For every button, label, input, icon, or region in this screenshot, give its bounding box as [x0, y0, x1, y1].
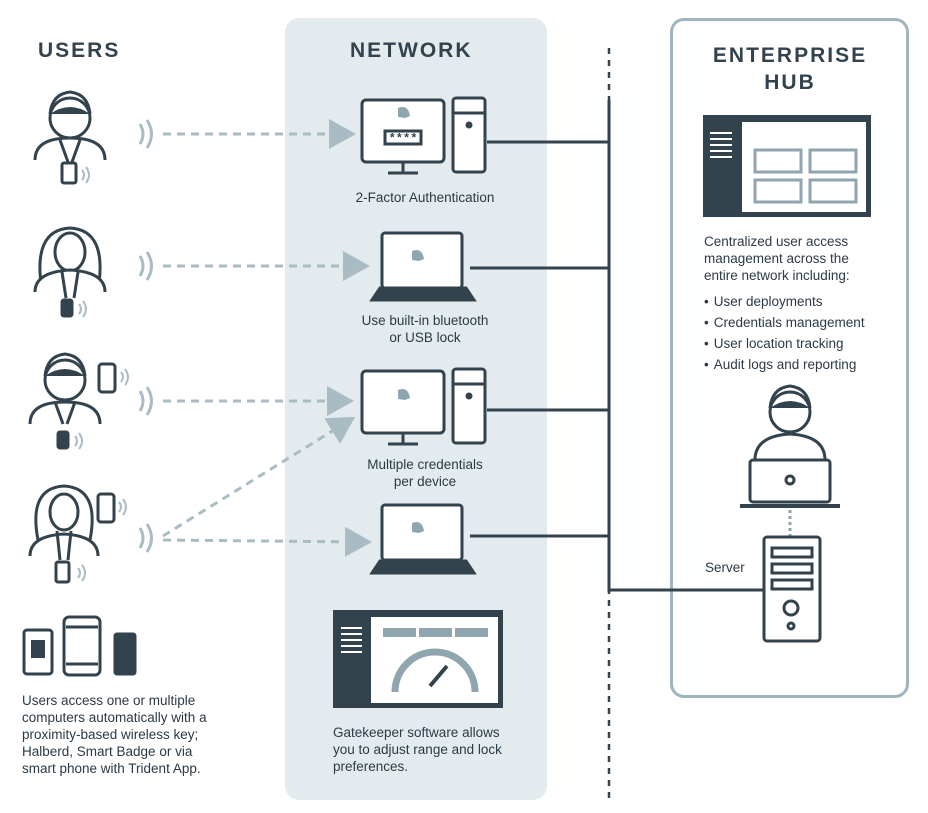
gatekeeper-caption: Gatekeeper software allows you to adjust…	[333, 724, 543, 775]
user-man-phone-icon	[28, 352, 117, 450]
device-label-line: Use built-in bluetooth	[361, 313, 489, 328]
enterprise-heading-line1: ENTERPRISE	[712, 44, 868, 67]
hub-feature-item: Credentials management	[704, 312, 865, 333]
hub-description-line: entire network including:	[704, 268, 850, 283]
hub-description-line: management across the	[704, 251, 849, 266]
halberd-key-icon	[22, 628, 54, 676]
signal-icon	[118, 498, 127, 516]
user-woman-key-icon	[33, 226, 107, 318]
caption-line: Users access one or multiple	[22, 693, 196, 708]
desktop-computer-icon	[360, 367, 487, 446]
signal-icon	[120, 368, 129, 386]
device-label-line: 2-Factor Authentication	[355, 190, 495, 205]
caption-line: Halberd, Smart Badge or via	[22, 744, 193, 759]
user-woman-phone-icon	[28, 484, 116, 584]
users-caption: Users access one or multiple computers a…	[22, 692, 272, 777]
device-label-line: or USB lock	[389, 330, 461, 345]
hub-description: Centralized user access management acros…	[704, 233, 904, 284]
signal-arcs	[138, 119, 153, 553]
gatekeeper-logo-icon	[412, 522, 424, 533]
wireless-arrows	[162, 119, 372, 557]
smart-badge-icon	[113, 632, 137, 676]
signal-icon	[77, 564, 86, 582]
admin-user-icon	[753, 384, 827, 461]
caption-line: computers automatically with a	[22, 710, 207, 725]
caption-line: preferences.	[333, 759, 409, 774]
smart-phone-icon	[62, 615, 102, 677]
signal-icon	[138, 251, 153, 281]
signal-icon	[138, 386, 153, 416]
device-connections	[470, 140, 764, 592]
caption-line: Gatekeeper software allows	[333, 725, 500, 740]
laptop-icon	[369, 503, 477, 575]
network-heading: NETWORK	[350, 39, 473, 62]
wireless-arrow-4a	[162, 416, 356, 538]
gatekeeper-logo-icon	[412, 250, 424, 261]
signal-icon	[138, 119, 153, 149]
hub-description-line: Centralized user access	[704, 234, 849, 249]
user-man-badge-icon	[33, 90, 107, 185]
device-label-line: per device	[393, 474, 457, 489]
hub-feature-item: User deployments	[704, 291, 865, 312]
gatekeeper-logo-icon	[398, 389, 410, 400]
gatekeeper-software-window-icon	[333, 610, 503, 708]
passcode-dots: ****	[389, 132, 418, 146]
device-label-2fa: 2-Factor Authentication	[325, 189, 525, 206]
signal-icon	[138, 523, 153, 553]
signal-icon	[74, 432, 83, 450]
users-heading: USERS	[38, 39, 121, 62]
signal-icon	[78, 300, 87, 318]
device-label-line: Multiple credentials	[367, 457, 483, 472]
gatekeeper-logo-icon	[398, 107, 410, 118]
hub-feature-list: User deployments Credentials management …	[704, 291, 865, 375]
server-icon	[762, 535, 822, 643]
signal-icon	[81, 166, 90, 184]
desktop-computer-icon	[360, 96, 487, 175]
caption-line: proximity-based wireless key;	[22, 727, 199, 742]
device-label-multiple-credentials: Multiple credentials per device	[325, 456, 525, 490]
hub-feature-item: Audit logs and reporting	[704, 354, 865, 375]
enterprise-heading-line2: HUB	[764, 71, 816, 94]
admin-laptop-icon	[740, 458, 840, 508]
hub-dashboard-window-icon	[703, 115, 871, 217]
enterprise-hub-heading: ENTERPRISE HUB	[700, 42, 880, 96]
server-label: Server	[705, 560, 745, 575]
hub-feature-item: User location tracking	[704, 333, 865, 354]
caption-line: you to adjust range and lock	[333, 742, 502, 757]
caption-line: smart phone with Trident App.	[22, 761, 201, 776]
laptop-icon	[369, 231, 477, 302]
wireless-arrow-4b	[162, 526, 372, 557]
device-label-bluetooth: Use built-in bluetooth or USB lock	[325, 312, 525, 346]
